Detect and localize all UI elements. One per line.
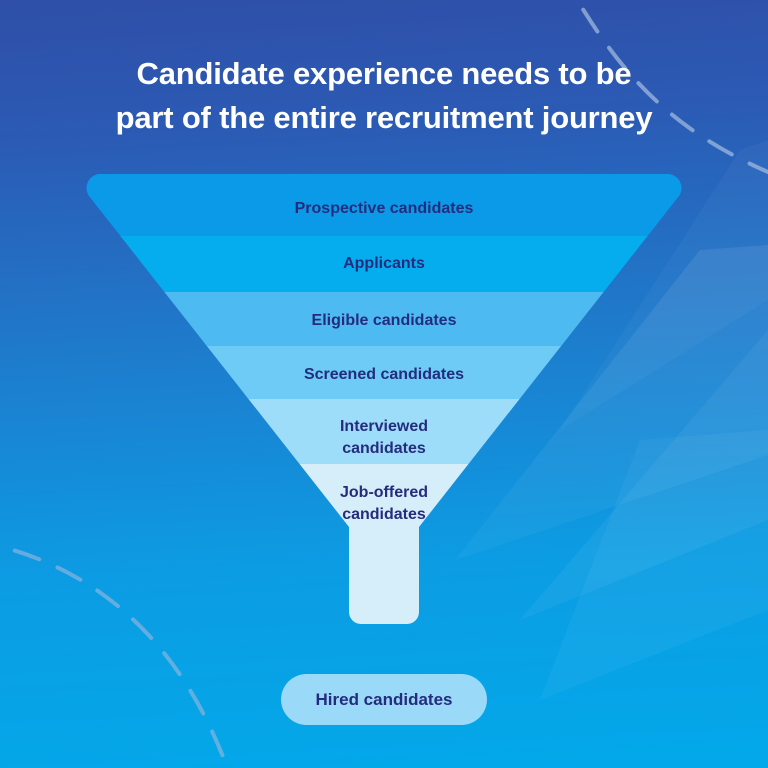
- funnel-label-screened-candidates: Screened candidates: [303, 366, 465, 383]
- hired-candidates-pill[interactable]: Hired candidates: [281, 674, 487, 725]
- diagonal-ribbon-group: [455, 245, 768, 700]
- funnel-label-interviewed-candidates: Interviewed candidates: [339, 418, 429, 457]
- funnel-label-job-offered-candidates: Job-offered candidates: [340, 484, 428, 523]
- dashed-arc-top-right: [574, 0, 768, 174]
- page-title: Candidate experience needs to be part of…: [0, 52, 768, 140]
- funnel-label-applicants: Applicants: [343, 255, 425, 272]
- dashed-arc-bottom-left: [0, 544, 230, 768]
- hired-candidates-label: Hired candidates: [315, 689, 453, 709]
- title-line-1: Candidate experience needs to be: [136, 56, 632, 91]
- funnel-label-prospective-candidates: Prospective candidates: [294, 200, 474, 217]
- funnel-band-2[interactable]: [0, 236, 768, 292]
- funnel-bands: [0, 174, 768, 624]
- funnel-band-1[interactable]: [0, 174, 768, 236]
- funnel-label-eligible-candidates: Eligible candidates: [311, 312, 457, 329]
- title-line-2: part of the entire recruitment journey: [115, 100, 653, 136]
